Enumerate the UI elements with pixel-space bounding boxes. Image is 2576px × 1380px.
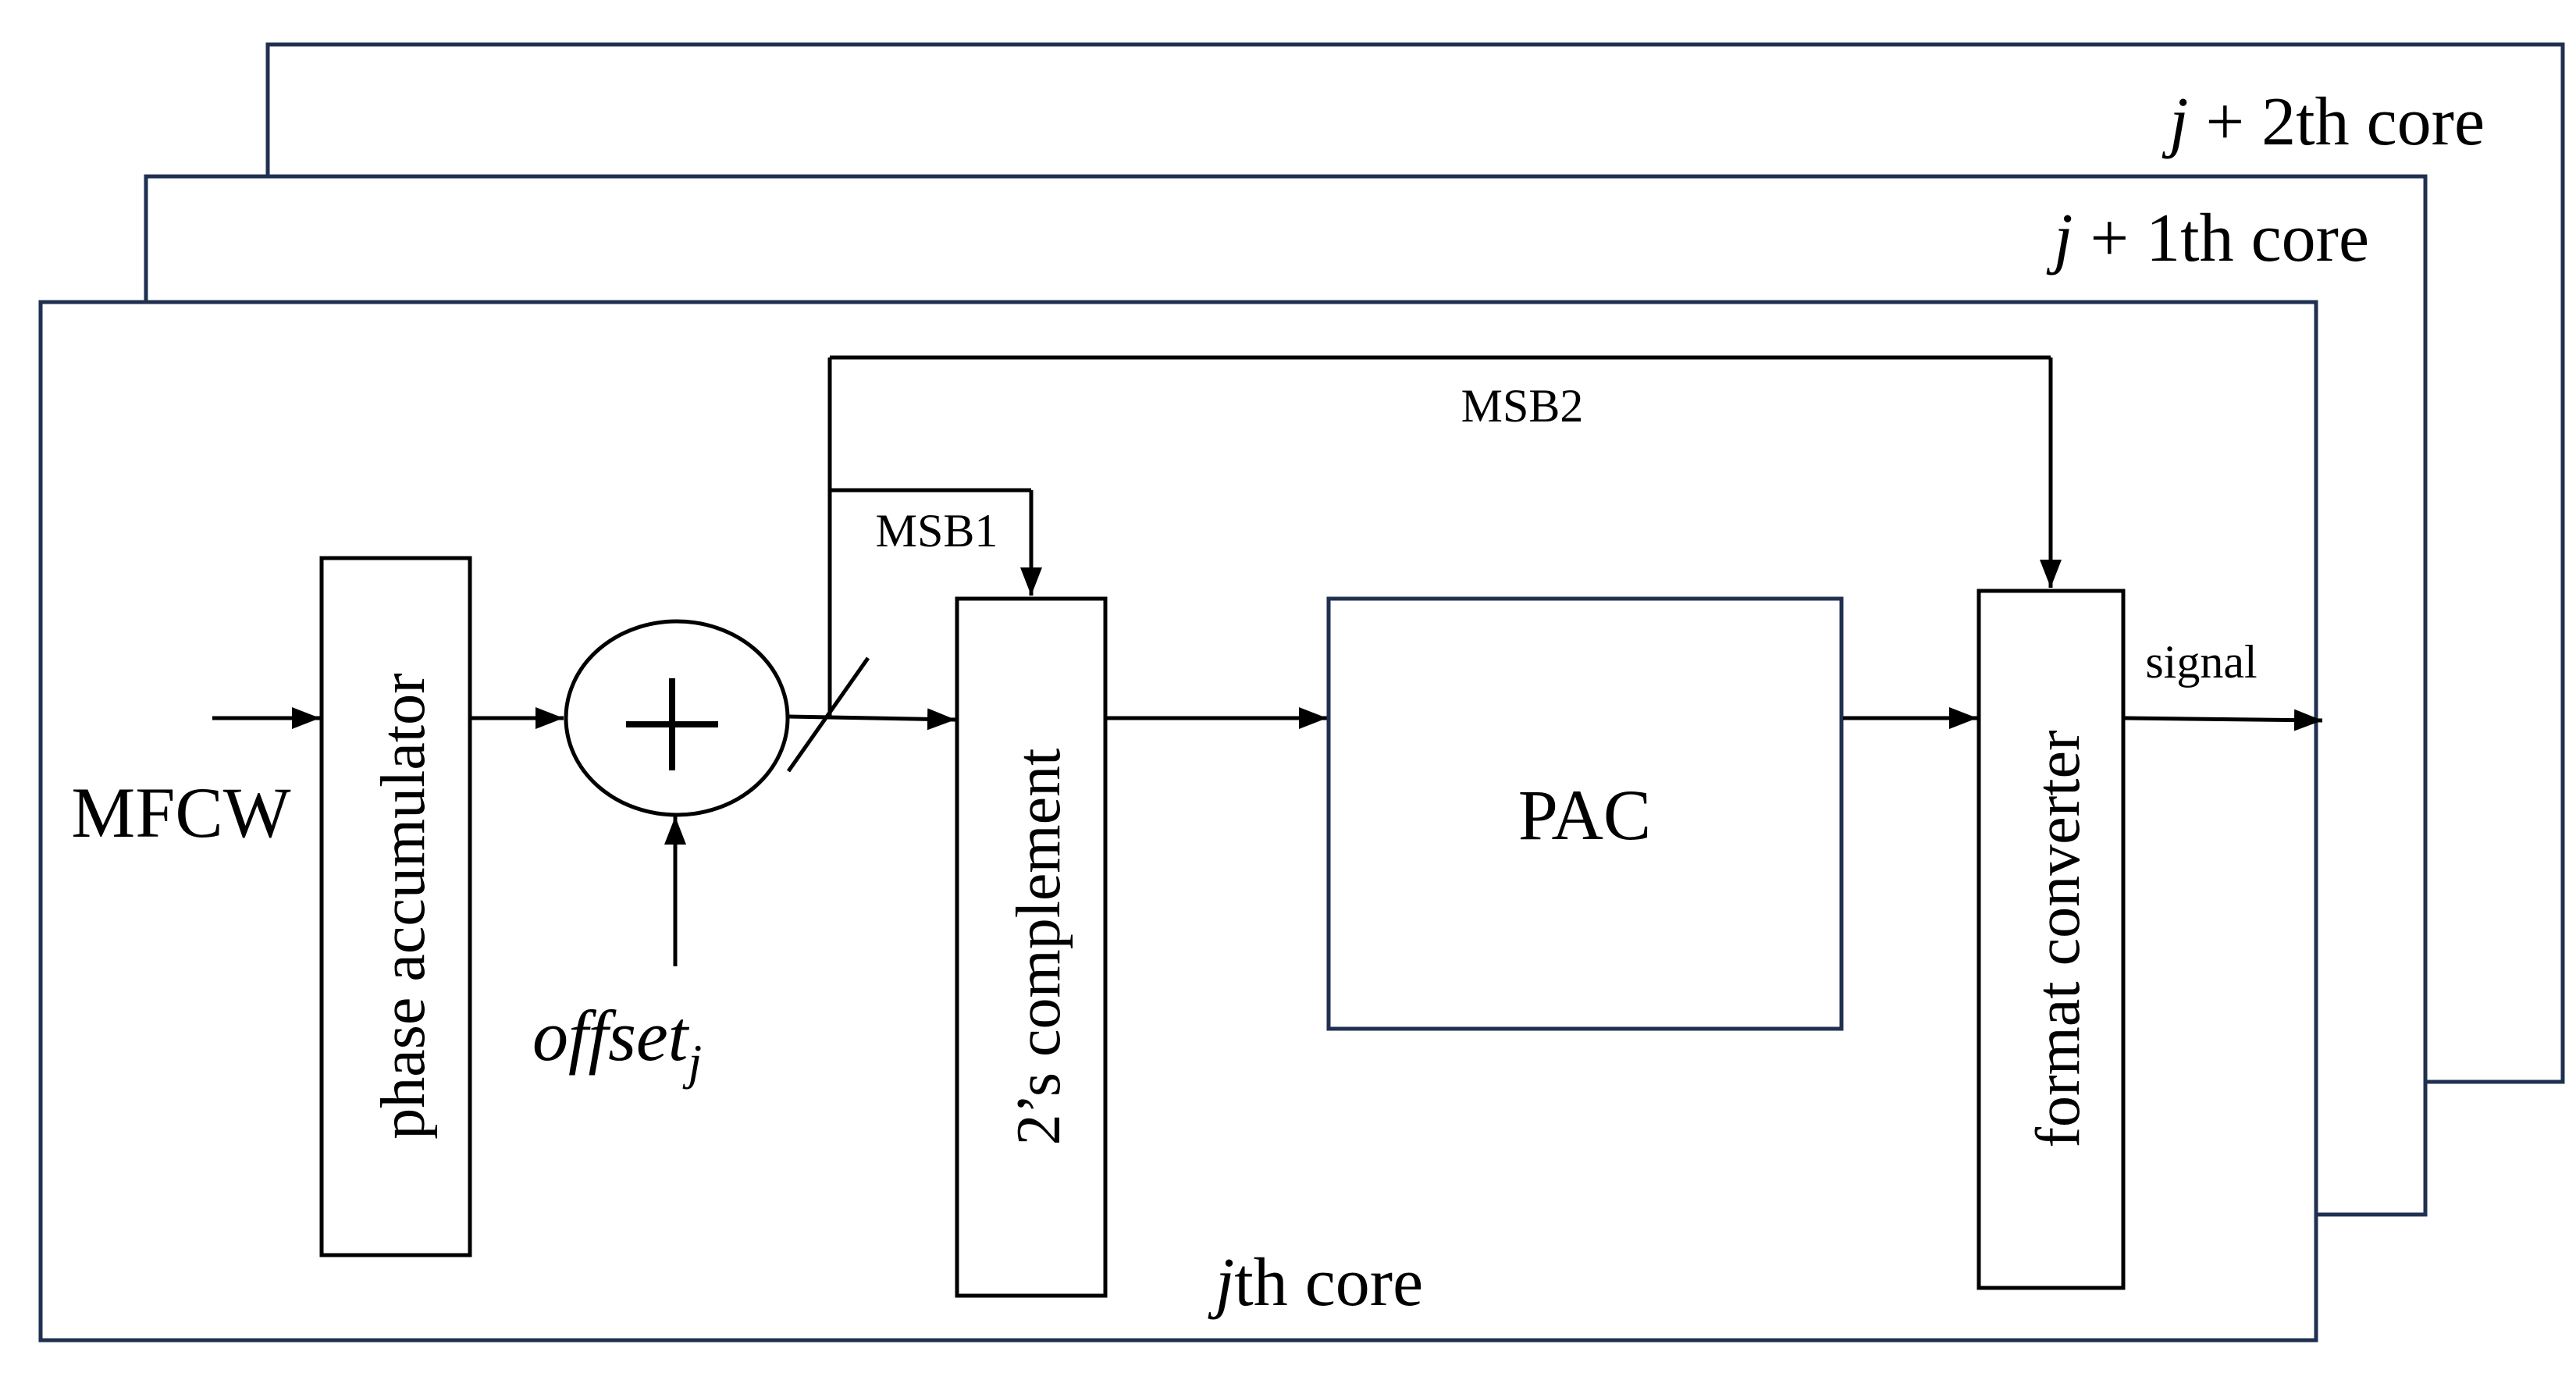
core-back-label: j + 2th core: [2161, 84, 2485, 160]
output-signal: signal: [2124, 636, 2323, 731]
core-middle-label: j + 1th core: [2046, 201, 2369, 276]
phase-accumulator-label: phase accumulator: [369, 673, 438, 1140]
twos-complement-box: [955, 596, 1108, 1298]
adder-circle: [564, 619, 790, 817]
input-mfcw: MFCW: [71, 707, 320, 852]
pac-block: PAC: [1326, 596, 1844, 1031]
format-converter-label: format converter: [2024, 730, 2093, 1147]
msb-taps: MSB2 MSB1: [827, 355, 2062, 718]
adder: [564, 619, 790, 817]
msb1-label: MSB1: [876, 505, 998, 557]
phase-accumulator-box: [319, 556, 472, 1257]
twos-complement-block: 2’s complement: [955, 596, 1108, 1298]
signal-label: signal: [2145, 636, 2257, 688]
pac-box: [1326, 596, 1844, 1031]
core-front-label: jth core: [1208, 1245, 1423, 1321]
offset-label: offsetj: [532, 996, 702, 1090]
format-converter-box: [1976, 589, 2126, 1290]
format-converter-block: format converter: [1976, 589, 2126, 1290]
phase-accumulator-block: phase accumulator: [319, 556, 472, 1257]
signal-arrow: [2124, 709, 2323, 731]
pac-label: PAC: [1518, 775, 1652, 855]
offset-input: offsetj: [532, 816, 702, 1090]
adder-to-complement-arrow: [788, 708, 956, 731]
msb2-label: MSB2: [1461, 380, 1584, 432]
mfcw-label: MFCW: [71, 773, 290, 852]
twos-complement-label: 2’s complement: [1005, 749, 1073, 1146]
